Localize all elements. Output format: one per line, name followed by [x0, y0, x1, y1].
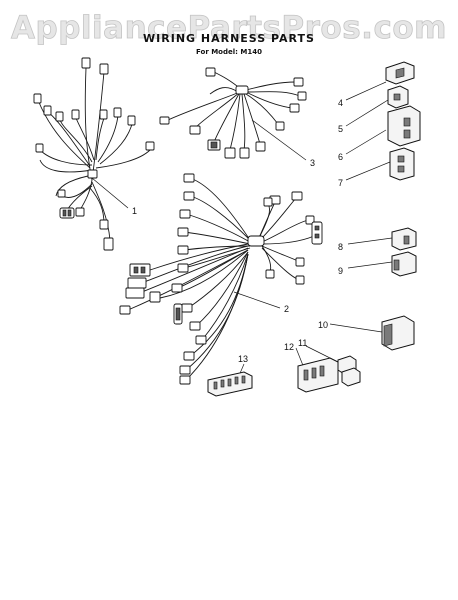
- watermark: AppliancePartsPros.com: [11, 10, 447, 46]
- callout-1: 1: [132, 206, 137, 216]
- callout-8: 8: [338, 242, 343, 252]
- part-9: [347, 251, 417, 277]
- callout-11: 11: [298, 338, 307, 348]
- wiring-harness-2: [119, 173, 323, 385]
- wiring-harness-3: [159, 67, 307, 161]
- part-6: [345, 105, 421, 155]
- part-13: [207, 363, 253, 397]
- part-8: [347, 227, 417, 251]
- callout-13: 13: [238, 354, 248, 364]
- callout-12: 12: [284, 342, 294, 352]
- part-7: [345, 147, 415, 181]
- callout-7: 7: [338, 178, 343, 188]
- callout-2: 2: [284, 304, 289, 314]
- callout-3: 3: [310, 158, 315, 168]
- part-12: [295, 347, 339, 393]
- part-5: [345, 85, 409, 127]
- diagram-title: WIRING HARNESS PARTS: [143, 32, 315, 45]
- part-10: [329, 315, 415, 351]
- diagram-subtitle: For Model: M140: [196, 48, 262, 56]
- wiring-harness-1: [33, 57, 155, 251]
- callout-6: 6: [338, 152, 343, 162]
- part-4: [345, 61, 415, 101]
- callout-10: 10: [318, 320, 328, 330]
- callout-5: 5: [338, 124, 343, 134]
- callout-4: 4: [338, 98, 343, 108]
- callout-9: 9: [338, 266, 343, 276]
